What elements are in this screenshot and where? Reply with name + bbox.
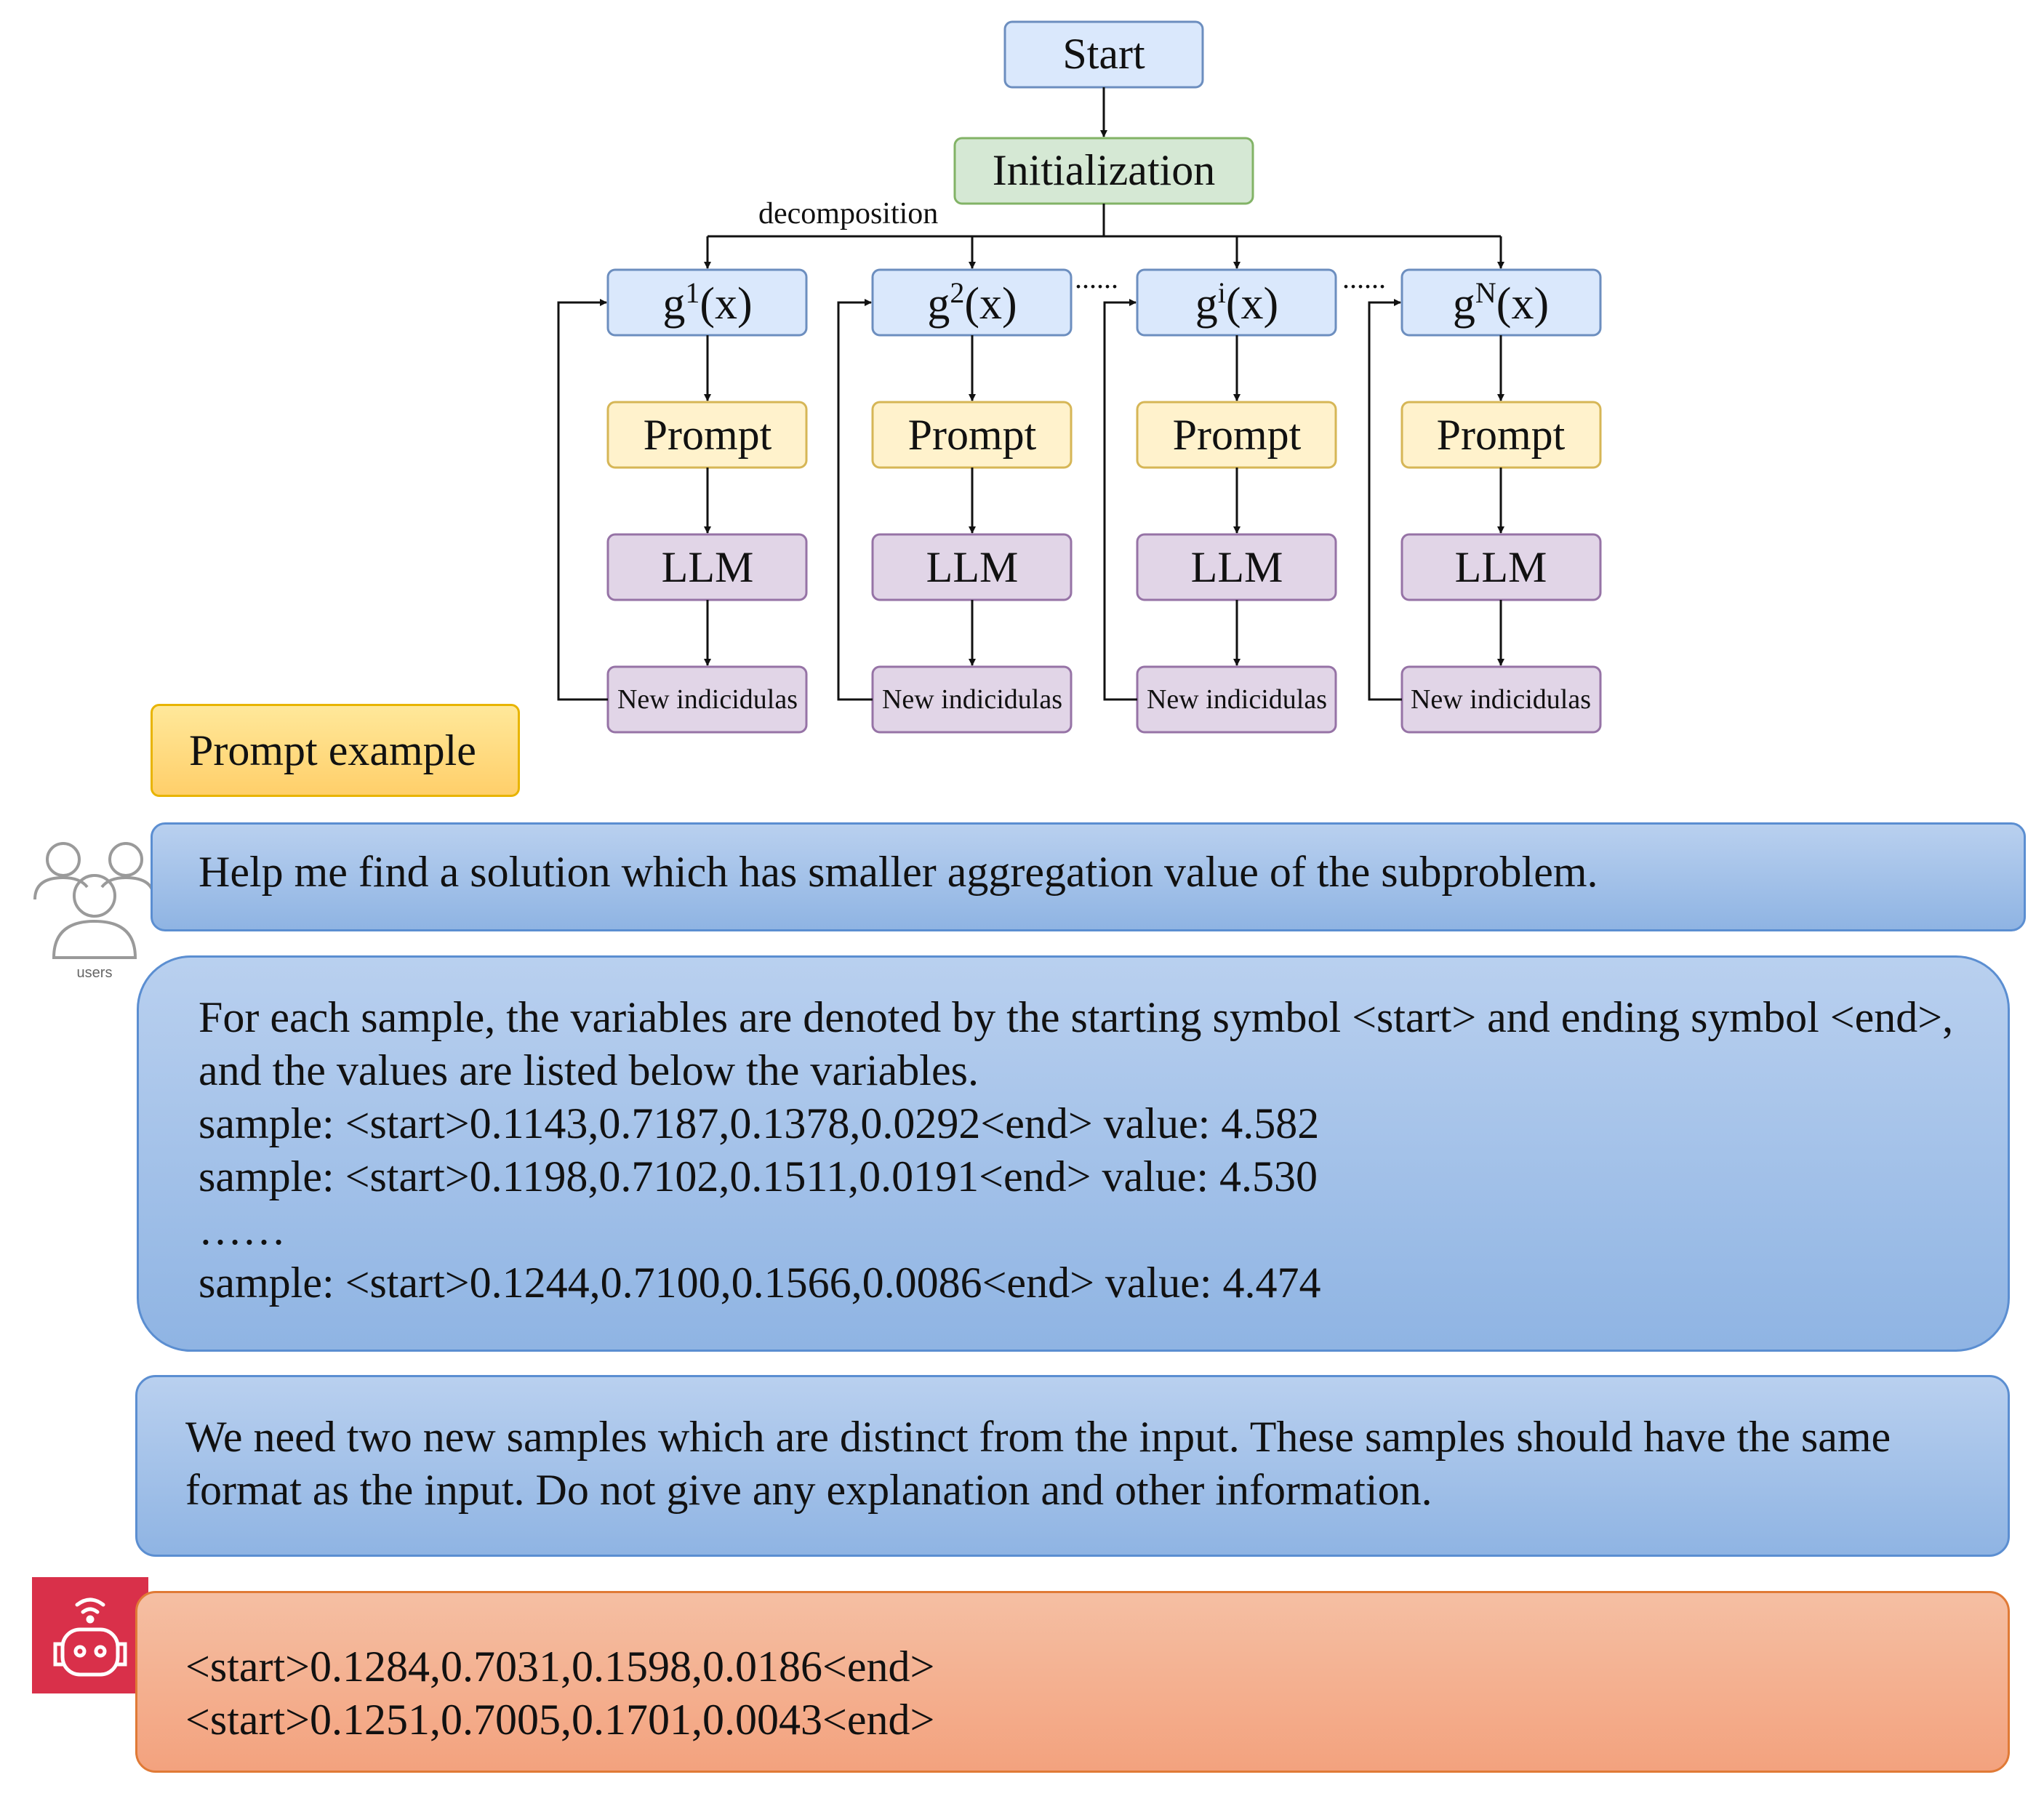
- request-bubble: We need two new samples which are distin…: [135, 1375, 2010, 1557]
- prompt-label-1: Prompt: [644, 411, 772, 459]
- new-individuals-label-4: New indicidulas: [1411, 684, 1591, 715]
- column-g2: g2(x) Prompt LLM New indicidulas: [837, 268, 1073, 734]
- context-bubble: For each sample, the variables are denot…: [137, 955, 2010, 1352]
- response-line: <start>0.1284,0.7031,0.1598,0.0186<end>: [185, 1643, 935, 1691]
- prompt-label-3: Prompt: [1173, 411, 1302, 459]
- feedback-loop-1: [557, 299, 608, 701]
- llm-label-3: LLM: [1191, 543, 1283, 591]
- instruction-bubble: Help me find a solution which has smalle…: [151, 822, 2026, 931]
- gi-label: gi(x): [1195, 276, 1278, 329]
- g2-label: g2(x): [927, 276, 1017, 329]
- initialization-label: Initialization: [993, 146, 1216, 194]
- request-line: format as the input. Do not give any exp…: [185, 1466, 1432, 1514]
- context-line: For each sample, the variables are denot…: [199, 993, 1954, 1041]
- llm-label-4: LLM: [1455, 543, 1547, 591]
- new-individuals-label-2: New indicidulas: [882, 684, 1062, 715]
- feedback-loop-2: [837, 299, 873, 701]
- robot-icon: [32, 1577, 148, 1693]
- ellipsis-2: ......: [1342, 262, 1386, 294]
- sample-line: sample: <start>0.1198,0.7102,0.1511,0.01…: [199, 1152, 1318, 1200]
- prompt-label-2: Prompt: [908, 411, 1037, 459]
- llm-label-2: LLM: [926, 543, 1019, 591]
- llm-label-1: LLM: [662, 543, 754, 591]
- gN-label: gN(x): [1453, 276, 1549, 329]
- ellipsis-line: ……: [199, 1206, 286, 1254]
- ellipsis-1: ......: [1075, 262, 1118, 294]
- users-label: users: [76, 965, 113, 981]
- flowchart: Start Initialization decomposition g1(x)…: [557, 20, 1602, 734]
- context-line: and the values are listed below the vari…: [199, 1046, 979, 1094]
- instruction-text: Help me find a solution which has smalle…: [199, 848, 1598, 896]
- new-individuals-label-1: New indicidulas: [617, 684, 798, 715]
- users-icon: [33, 842, 156, 959]
- sample-line: sample: <start>0.1143,0.7187,0.1378,0.02…: [199, 1099, 1320, 1147]
- response-bubble: <start>0.1284,0.7031,0.1598,0.0186<end> …: [135, 1591, 2010, 1773]
- request-line: We need two new samples which are distin…: [185, 1413, 1891, 1461]
- sample-line: sample: <start>0.1244,0.7100,0.1566,0.00…: [199, 1259, 1321, 1307]
- column-gN: gN(x) Prompt LLM New indicidulas: [1368, 268, 1602, 734]
- start-label: Start: [1062, 30, 1145, 78]
- column-g1: g1(x) Prompt LLM New indicidulas: [557, 268, 808, 734]
- prompt-example-label: Prompt example: [151, 704, 520, 797]
- feedback-loop-4: [1368, 299, 1402, 701]
- g1-label: g1(x): [662, 276, 752, 329]
- column-gi: gi(x) Prompt LLM New indicidulas: [1103, 268, 1337, 734]
- decomposition-label: decomposition: [758, 197, 938, 230]
- prompt-label-4: Prompt: [1437, 411, 1566, 459]
- response-line: <start>0.1251,0.7005,0.1701,0.0043<end>: [185, 1696, 935, 1744]
- feedback-loop-3: [1103, 299, 1137, 701]
- new-individuals-label-3: New indicidulas: [1147, 684, 1327, 715]
